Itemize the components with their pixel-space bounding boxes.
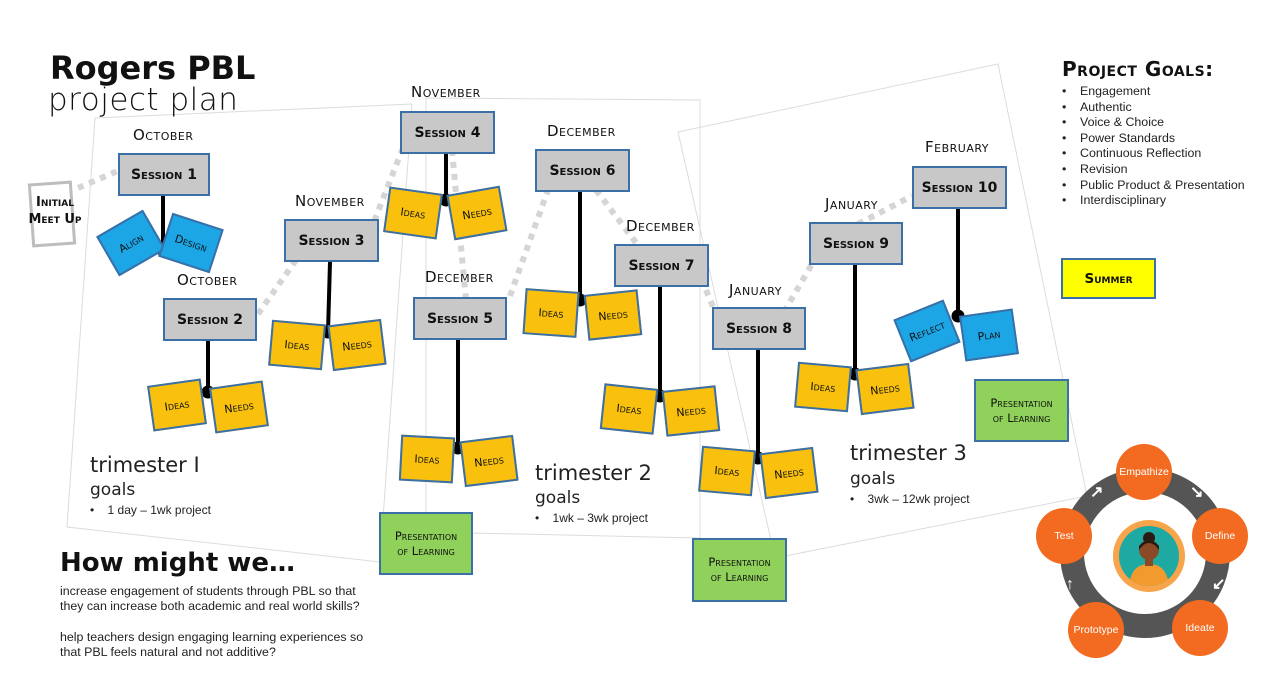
cycle-step-define: Define — [1192, 508, 1248, 564]
session-10-box: Session 10 — [912, 166, 1007, 209]
presentation-line1: Presentation — [990, 395, 1053, 410]
project-goal-item: Public Product & Presentation — [1062, 178, 1245, 194]
presentation-card-1: Presentation of Learning — [379, 512, 473, 575]
sticky-needs-s7: Needs — [661, 385, 721, 437]
project-goal-item: Interdisciplinary — [1062, 193, 1245, 209]
presentation-line2: of Learning — [397, 543, 455, 558]
hmw-q1-line2: they can increase both academic and real… — [60, 599, 360, 613]
session-7-box: Session 7 — [614, 244, 709, 287]
month-label-s6: December — [547, 122, 616, 140]
presentation-card-2: Presentation of Learning — [692, 538, 787, 602]
month-label-s5: December — [425, 268, 494, 286]
sticky-ideas-s9: Ideas — [794, 361, 852, 413]
session-6-box: Session 6 — [535, 149, 630, 192]
month-label-s1: October — [133, 126, 194, 144]
session-8-box: Session 8 — [712, 307, 806, 350]
project-goals-list: Engagement Authentic Voice & Choice Powe… — [1062, 84, 1245, 209]
sticky-needs-s9: Needs — [855, 362, 915, 416]
presentation-card-3: Presentation of Learning — [974, 379, 1069, 442]
hmw-heading: How might we… — [60, 548, 295, 578]
trimester-3-bullet-text: 3wk – 12wk project — [867, 492, 970, 506]
session-3-box: Session 3 — [284, 219, 379, 262]
sticky-needs-s8: Needs — [759, 446, 819, 500]
month-label-s9: January — [825, 195, 878, 213]
cycle-step-empathize: Empathize — [1116, 444, 1172, 500]
sticky-plan: Plan — [959, 308, 1019, 362]
trimester-2-title: trimester 2 — [535, 461, 652, 485]
month-label-s7: December — [626, 217, 695, 235]
sticky-ideas-s7: Ideas — [599, 383, 659, 435]
sticky-needs-s6: Needs — [583, 289, 643, 341]
arrow-icon: ↘ — [1190, 484, 1204, 501]
trimester-1-bullet: • 1 day – 1wk project — [90, 503, 211, 517]
month-label-s3: November — [295, 192, 365, 210]
trimester-2-bullet-text: 1wk – 3wk project — [552, 511, 648, 525]
arrow-icon: ↙ — [1212, 576, 1226, 593]
trimester-1-bullet-text: 1 day – 1wk project — [107, 503, 211, 517]
trimester-1-goals: goals — [90, 480, 136, 500]
summer-card: Summer — [1061, 258, 1156, 299]
sticky-ideas-s6: Ideas — [522, 288, 580, 338]
trimester-3-title: trimester 3 — [850, 441, 967, 465]
month-label-s8: January — [729, 281, 782, 299]
sticky-ideas-s8: Ideas — [698, 445, 756, 497]
presentation-line1: Presentation — [708, 555, 771, 569]
presentation-line2: of Learning — [992, 410, 1051, 425]
session-1-box: Session 1 — [118, 153, 210, 196]
avatar — [1119, 526, 1179, 586]
presentation-line2: of Learning — [710, 570, 769, 584]
hmw-q1-line1: increase engagement of students through … — [60, 584, 356, 598]
trimester-2-goals: goals — [535, 488, 581, 508]
person-icon — [1129, 532, 1169, 586]
hmw-q2-line1: help teachers design engaging learning e… — [60, 630, 364, 644]
sticky-ideas-s3: Ideas — [268, 319, 326, 371]
project-goal-item: Engagement — [1062, 84, 1245, 100]
project-goal-item: Continuous Reflection — [1062, 146, 1245, 162]
sticky-needs-s3: Needs — [327, 318, 387, 372]
trimester-3-goals: goals — [850, 469, 896, 489]
hmw-q2-line2: that PBL feels natural and not additive? — [60, 645, 276, 659]
sticky-needs-s4: Needs — [446, 185, 508, 241]
sticky-ideas-s5: Ideas — [398, 434, 456, 484]
trimester-1-title: trimester I — [90, 453, 200, 477]
page-title: Rogers PBL — [50, 49, 256, 87]
arrow-icon: ↑ — [1066, 576, 1074, 593]
sticky-ideas-s2: Ideas — [147, 378, 207, 432]
arrow-icon: ← — [1140, 632, 1156, 649]
sticky-needs-s5: Needs — [459, 434, 519, 488]
trimester-2-bullet: • 1wk – 3wk project — [535, 511, 648, 525]
design-cycle: Empathize Define Ideate Prototype Test ↗… — [1030, 440, 1260, 670]
sticky-ideas-s4: Ideas — [383, 186, 443, 240]
month-label-s10: February — [925, 138, 990, 156]
arrow-icon: ↗ — [1090, 484, 1104, 501]
project-goals-heading: Project Goals: — [1062, 57, 1214, 81]
session-5-box: Session 5 — [413, 297, 507, 340]
sticky-needs-s2: Needs — [209, 380, 269, 434]
project-goal-item: Revision — [1062, 162, 1245, 178]
page-subtitle: project plan — [48, 82, 239, 118]
month-label-s2: October — [177, 271, 238, 289]
hmw-question-2: help teachers design engaging learning e… — [60, 630, 363, 660]
session-2-box: Session 2 — [163, 298, 257, 341]
cycle-step-test: Test — [1036, 508, 1092, 564]
session-9-box: Session 9 — [809, 222, 903, 265]
initial-meetup-label: Initial Meet Up — [28, 195, 82, 227]
project-goal-item: Power Standards — [1062, 131, 1245, 147]
month-label-s4: November — [411, 83, 481, 101]
cycle-step-ideate: Ideate — [1172, 600, 1228, 656]
hmw-question-1: increase engagement of students through … — [60, 584, 360, 614]
project-goal-item: Authentic — [1062, 100, 1245, 116]
cycle-step-prototype: Prototype — [1068, 602, 1124, 658]
presentation-line1: Presentation — [394, 528, 458, 543]
project-goal-item: Voice & Choice — [1062, 115, 1245, 131]
trimester-3-bullet: • 3wk – 12wk project — [850, 492, 970, 506]
session-4-box: Session 4 — [400, 111, 495, 154]
